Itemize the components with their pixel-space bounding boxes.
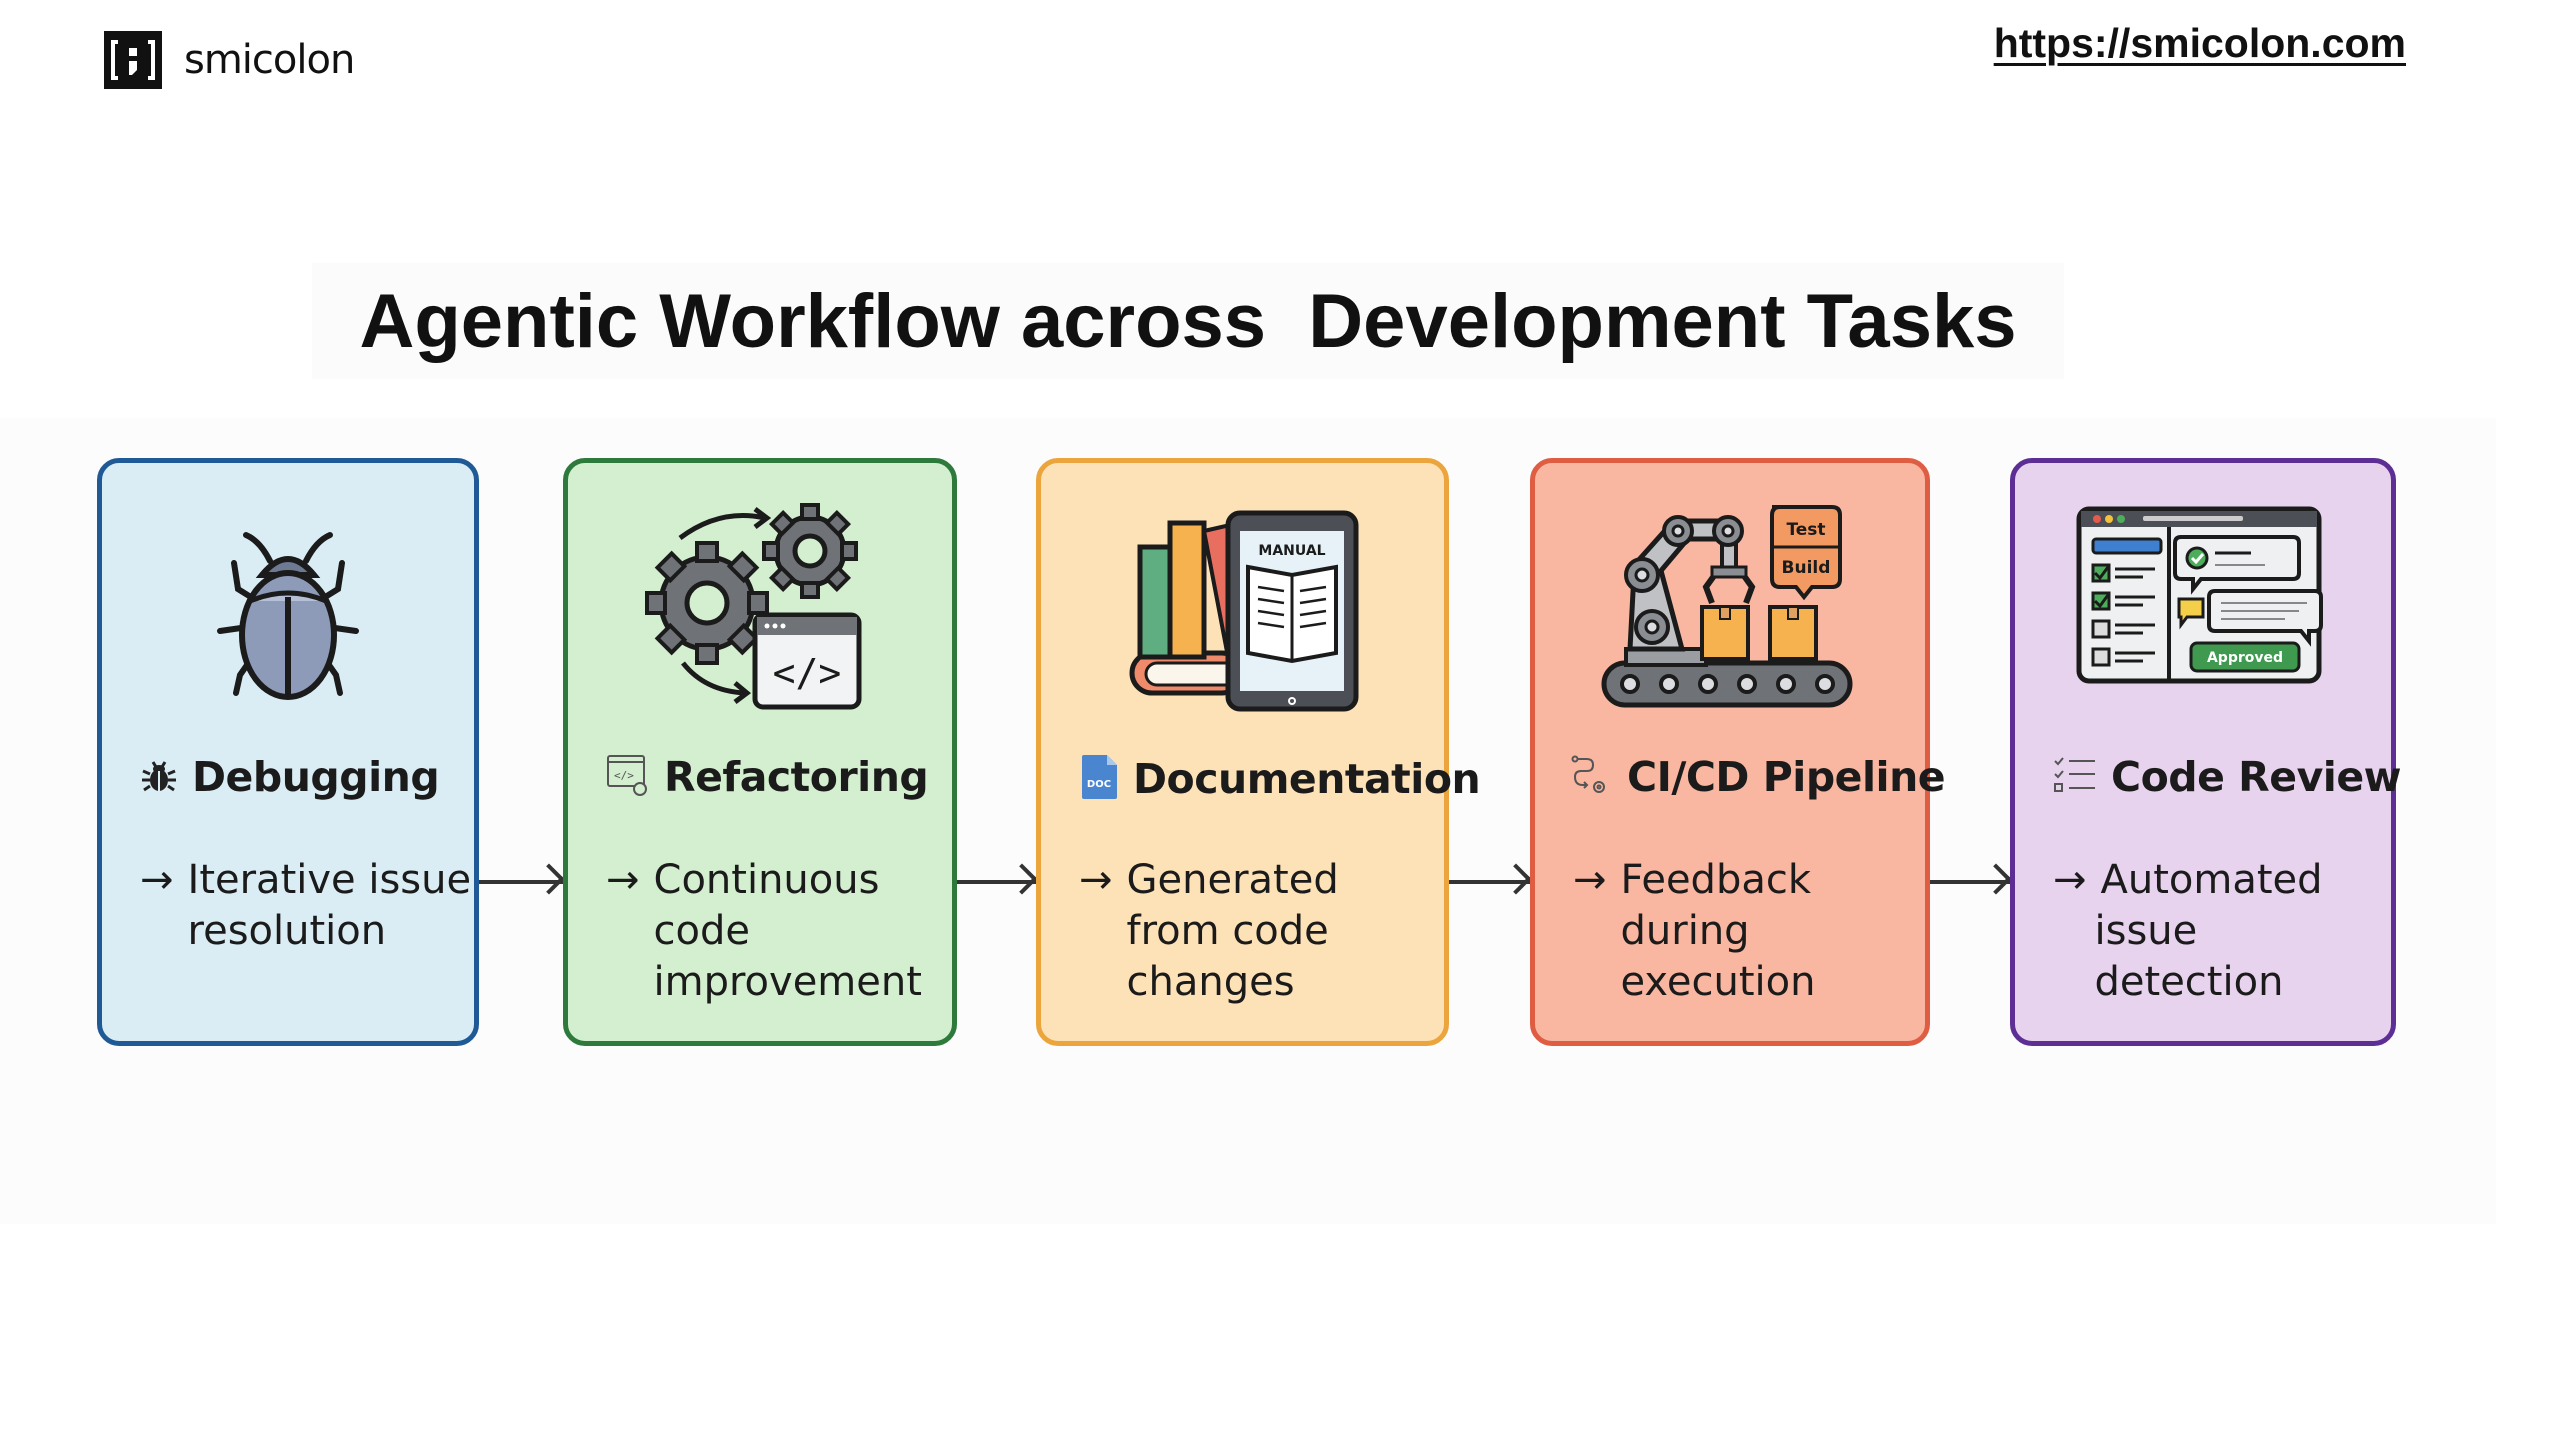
flow-arrow-1 xyxy=(479,880,563,884)
brand-name: smicolon xyxy=(184,37,355,83)
website-link[interactable]: https://smicolon.com xyxy=(1993,20,2406,66)
step-description: → Continuous code improvement xyxy=(606,855,922,1008)
step-description: → Automated issue detection xyxy=(2053,855,2391,1008)
flow-arrow-2 xyxy=(957,880,1036,884)
step-title: Code Review xyxy=(2111,753,2402,801)
checklist-icon xyxy=(2053,755,2097,799)
flow-arrow-4 xyxy=(1930,880,2010,884)
step-description: → Iterative issue resolution xyxy=(140,855,471,957)
step-title: CI/CD Pipeline xyxy=(1627,753,1946,801)
review-window-illustration: Approved xyxy=(2015,503,2391,723)
page-title: Agentic Workflow across Development Task… xyxy=(359,278,2017,364)
step-card-code-review: Approved Code Review → Automated issue d… xyxy=(2010,458,2402,1046)
svg-text:Approved: Approved xyxy=(2207,650,2283,666)
doc-file-icon: DOC xyxy=(1079,753,1119,805)
bug-icon xyxy=(140,756,178,798)
svg-text:</>: </> xyxy=(773,651,842,695)
code-window-refresh-icon: </> xyxy=(606,753,650,801)
flow-arrow-3 xyxy=(1449,880,1530,884)
arrow-right-icon: → xyxy=(606,857,640,903)
arrow-right-icon: → xyxy=(1079,857,1113,903)
step-description: → Feedback during execution xyxy=(1573,855,1815,1008)
svg-text:MANUAL: MANUAL xyxy=(1258,543,1325,559)
step-title: Documentation xyxy=(1133,755,1481,803)
step-card-refactoring: </> </> Refactoring → Continuous code im… xyxy=(563,458,957,1046)
svg-text:Build: Build xyxy=(1782,558,1831,578)
step-card-debugging: Debugging → Iterative issue resolution xyxy=(97,458,479,1046)
step-card-cicd: Test Build CI/CD Pipeline → Feedback dur… xyxy=(1530,458,1946,1046)
title-banner: Agentic Workflow across Development Task… xyxy=(312,263,2064,379)
svg-text:</>: </> xyxy=(614,769,634,782)
bracket-semicolon-logo-icon xyxy=(104,31,162,89)
step-description: → Generated from code changes xyxy=(1079,855,1339,1008)
arrow-right-icon: → xyxy=(2053,857,2087,903)
robot-arm-conveyor-illustration: Test Build xyxy=(1535,503,1925,723)
arrow-right-icon: → xyxy=(1573,857,1607,903)
pipeline-flow-icon xyxy=(1569,753,1613,801)
books-tablet-manual-illustration: MANUAL xyxy=(1041,503,1444,723)
svg-text:Test: Test xyxy=(1786,520,1825,540)
step-title: Refactoring xyxy=(664,753,929,801)
step-title: Debugging xyxy=(192,753,440,801)
arrow-right-icon: → xyxy=(140,857,174,903)
beetle-bug-illustration xyxy=(102,503,474,723)
svg-text:DOC: DOC xyxy=(1087,779,1111,790)
step-card-documentation: MANUAL DOC Documentation → Generated fro… xyxy=(1036,458,1481,1046)
gears-code-window-illustration: </> xyxy=(568,503,952,723)
brand-logo[interactable]: smicolon xyxy=(104,31,355,89)
